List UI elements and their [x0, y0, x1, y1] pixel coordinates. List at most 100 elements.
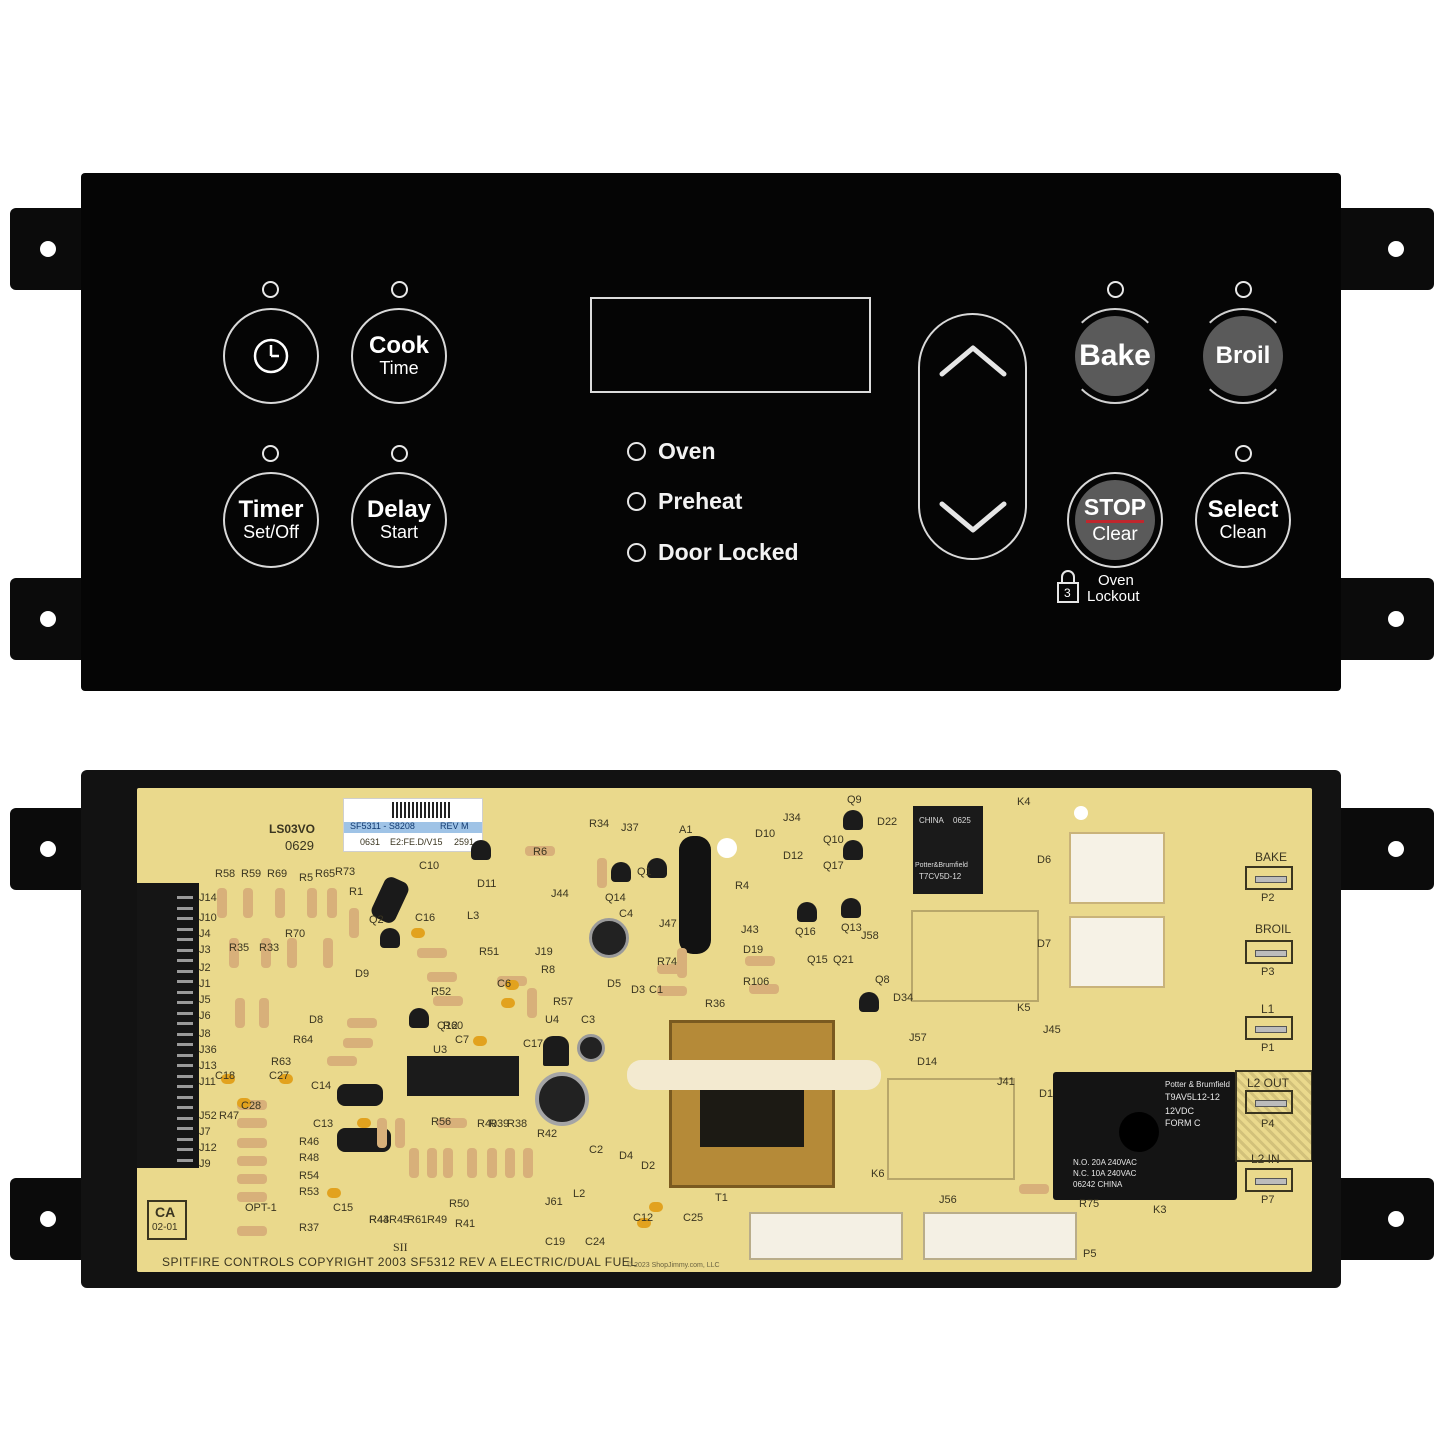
delay-start-button[interactable]: Delay Start — [351, 472, 447, 568]
ref-j61: J61 — [545, 1196, 563, 1208]
display-window — [590, 297, 871, 393]
ref-j4: J4 — [199, 928, 211, 940]
ref-c16: C16 — [415, 912, 436, 924]
resistor — [427, 1148, 437, 1178]
connector-pin — [177, 906, 193, 910]
broil-led — [1235, 281, 1252, 298]
ref-d9: D9 — [355, 968, 370, 980]
connector-pin — [177, 1043, 193, 1046]
ref-r61: R61 — [407, 1214, 428, 1226]
pcb-tab-left-bottom — [10, 1178, 94, 1260]
ref-r41: R41 — [455, 1218, 476, 1230]
ref-a1: A1 — [679, 824, 693, 836]
connector-pin — [177, 1095, 193, 1099]
down-arrow-icon[interactable] — [934, 496, 1012, 540]
connector-pin — [177, 1148, 193, 1151]
ref-d1: D1 — [1039, 1088, 1054, 1100]
ref-k3: K3 — [1153, 1204, 1167, 1216]
bake-button[interactable]: Bake — [1067, 308, 1163, 404]
broil-label: Broil — [1215, 342, 1271, 369]
ref-r34: R34 — [589, 818, 610, 830]
ref-r5: R5 — [299, 872, 314, 884]
status-preheat-led — [627, 492, 646, 511]
ref-d2: D2 — [641, 1160, 656, 1172]
connector-pin — [177, 1001, 193, 1004]
ref-d11: D11 — [477, 878, 497, 890]
resistor — [237, 1192, 267, 1202]
connector-j56-right — [923, 1212, 1077, 1260]
broil-button[interactable]: Broil — [1195, 308, 1291, 404]
ceramic-capacitor — [357, 1118, 371, 1128]
ref-c15: C15 — [333, 1202, 354, 1214]
cap-c3 — [577, 1034, 605, 1062]
resistor — [347, 1018, 377, 1028]
terminal-l2-out — [1245, 1090, 1293, 1114]
ref-q17: Q17 — [823, 860, 844, 872]
clock-button[interactable] — [223, 308, 319, 404]
resistor — [237, 1100, 267, 1110]
bake-label: Bake — [1079, 339, 1151, 372]
connector-pin — [177, 1032, 193, 1036]
oven-lockout-indicator: 3 Oven Lockout — [1056, 568, 1156, 608]
resistor — [437, 1118, 467, 1128]
date-stamp: 0629 — [285, 838, 314, 853]
select-clean-button[interactable]: Select Clean — [1195, 472, 1291, 568]
ref-j41: J41 — [997, 1076, 1015, 1088]
up-arrow-icon[interactable] — [934, 338, 1012, 382]
ref-c12: C12 — [633, 1212, 654, 1224]
ref-q1: Q1 — [637, 866, 652, 878]
cap-main — [535, 1072, 589, 1126]
connector-pin — [177, 1085, 193, 1088]
ref-t1: T1 — [715, 1192, 728, 1204]
circuit-board: SF5311 - S8208 REV M 0631 E2:FE.D/V15 25… — [137, 788, 1312, 1272]
resistor — [237, 1118, 267, 1128]
stop-underline — [1086, 520, 1144, 523]
ref-q8: Q8 — [875, 974, 890, 986]
connector-pin — [177, 1064, 193, 1067]
select-clean-label-1: Select — [1207, 496, 1279, 523]
resistor — [657, 964, 687, 974]
connector-pin — [177, 948, 193, 952]
ref-c3: C3 — [581, 1014, 596, 1026]
relay-k4-model: T7CV5D-12 — [919, 872, 962, 881]
transistor-q16 — [797, 902, 817, 922]
ref-r69: R69 — [267, 868, 288, 880]
connector-pin — [177, 917, 193, 920]
cook-time-button[interactable]: Cook Time — [351, 308, 447, 404]
resistor — [749, 984, 779, 994]
ceramic-capacitor — [637, 1218, 651, 1228]
terminal-l2-out-ref: P4 — [1261, 1118, 1275, 1130]
timer-button[interactable]: Timer Set/Off — [223, 472, 319, 568]
relay-k3-form: FORM C — [1165, 1118, 1201, 1128]
sticker-code-3: 2591 — [454, 837, 475, 847]
ref-r47: R47 — [219, 1110, 240, 1122]
status-oven-label: Oven — [658, 438, 716, 464]
ref-r57: R57 — [553, 996, 574, 1008]
resistor — [657, 986, 687, 996]
mount-tab-right-bottom — [1330, 578, 1434, 660]
stop-clear-button[interactable]: STOP Clear — [1067, 472, 1163, 568]
ref-c4: C4 — [619, 908, 634, 920]
resistor — [527, 988, 537, 1018]
connector-pin — [177, 1074, 193, 1078]
transistor-q8 — [859, 992, 879, 1012]
ref-k4: K4 — [1017, 796, 1031, 808]
connector-pin — [177, 1158, 193, 1162]
resistor — [237, 1174, 267, 1184]
ref-q13: Q13 — [841, 922, 862, 934]
ref-j43: J43 — [741, 924, 759, 936]
ref-r35: R35 — [229, 942, 250, 954]
relay-k3: Potter & Brumfield T9AV5L12-12 12VDC FOR… — [1053, 1072, 1237, 1200]
ref-j58: J58 — [861, 930, 879, 942]
pcb-tab-left-top — [10, 808, 94, 890]
ref-j6: J6 — [199, 1010, 211, 1022]
ref-j37: J37 — [621, 822, 639, 834]
choke-a1 — [679, 836, 711, 954]
ref-r58: R58 — [215, 868, 236, 880]
ribbon-connector — [137, 883, 199, 1168]
sticker-code-1: 0631 — [360, 837, 381, 847]
ref-r43: R43 — [369, 1214, 390, 1226]
ref-r73: R73 — [335, 866, 356, 878]
ref-r75: R75 — [1079, 1198, 1100, 1210]
transistor-q10 — [843, 840, 863, 860]
